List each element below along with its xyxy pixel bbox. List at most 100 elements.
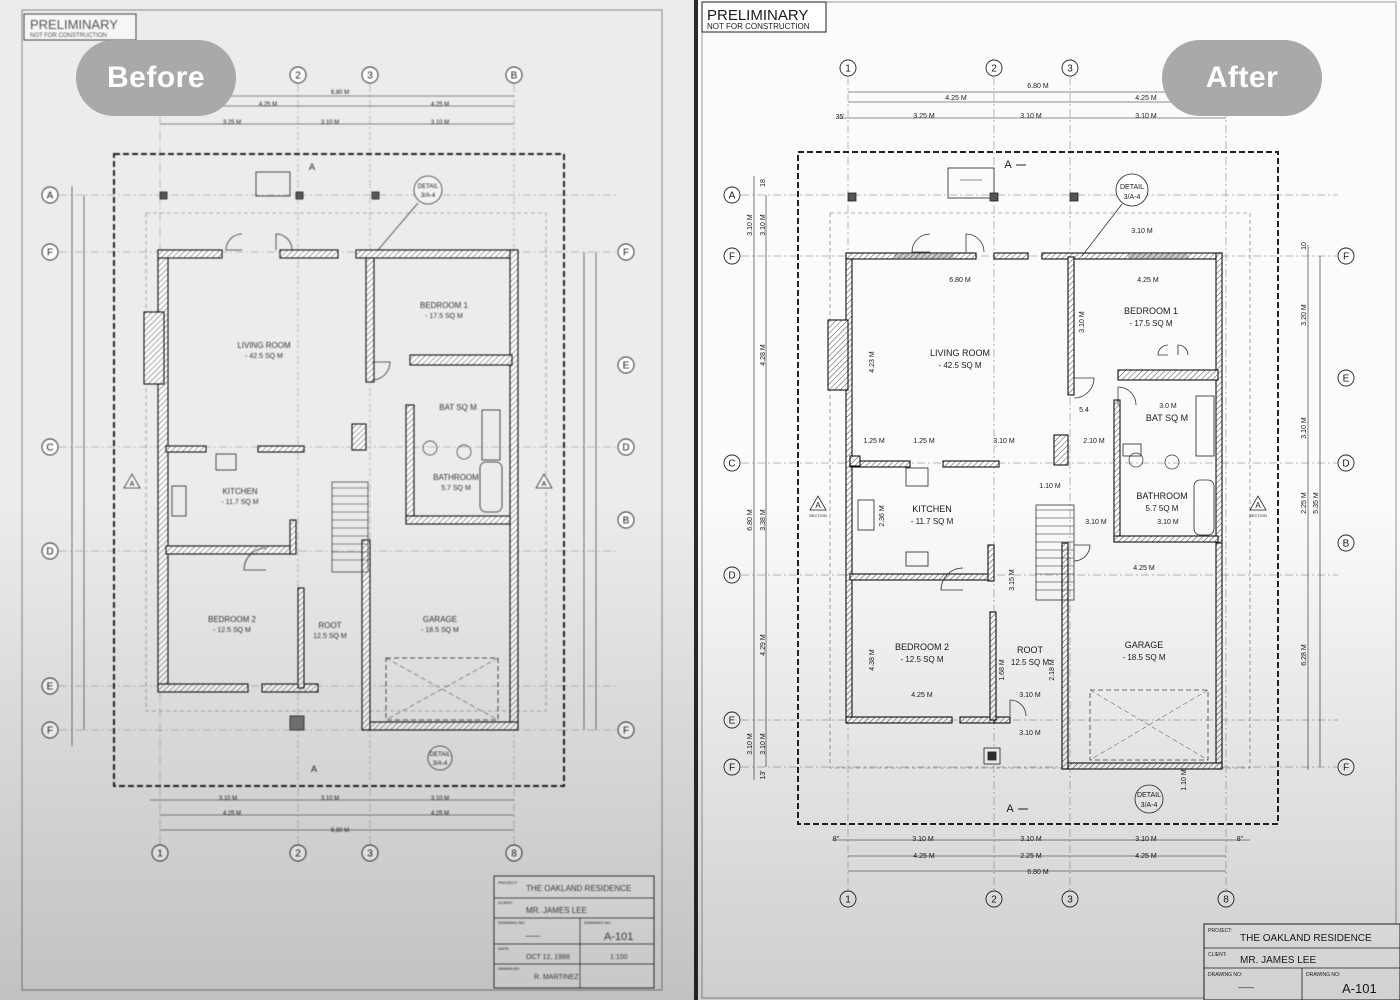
b-grid-bot-3-label: 3 bbox=[367, 849, 373, 860]
room-bed2-name: BEDROOM 2 bbox=[895, 642, 949, 652]
stamp-title: PRELIMINARY bbox=[30, 17, 118, 32]
b-fireplace bbox=[143, 311, 165, 385]
b-wall-bed2-east bbox=[297, 587, 305, 689]
grid-top-3-label: 3 bbox=[1067, 64, 1073, 75]
grid-bot-3-label: 3 bbox=[1067, 895, 1073, 906]
detail-top-ref: 3/A-4 bbox=[1124, 194, 1141, 201]
shower bbox=[1195, 395, 1215, 457]
b-room-kitchen-area: - 11.7 SQ M bbox=[221, 499, 258, 506]
b-tb-date-label: DATE: bbox=[498, 946, 509, 951]
grid-left-1-label: F bbox=[729, 252, 735, 263]
dim-int_310e: 3.10 M bbox=[1019, 692, 1041, 699]
grid-left-2-label: C bbox=[728, 459, 735, 470]
b-grid-right-4-circle bbox=[617, 721, 635, 739]
room-bed1-name: BEDROOM 1 bbox=[1124, 306, 1178, 316]
b-wall-north-a bbox=[157, 249, 223, 259]
b-dim-top-left: 4.25 M bbox=[259, 102, 277, 108]
b-detail-top-label: DETAIL bbox=[418, 184, 439, 190]
dim-int_210: 2.10 M bbox=[1083, 438, 1105, 445]
detail-bot-label: DETAIL bbox=[1137, 792, 1161, 799]
b-grid-left-2-label: C bbox=[46, 443, 53, 454]
stamp-subtitle: NOT FOR CONSTRUCTION bbox=[707, 22, 810, 31]
b-detail-bot-ref: 3/A-4 bbox=[433, 761, 448, 767]
wall-east-upper bbox=[1215, 252, 1223, 544]
column-2 bbox=[989, 192, 999, 202]
grid-left-0-circle bbox=[723, 186, 741, 204]
b-room-garage-name: GARAGE bbox=[423, 615, 457, 624]
dim-right-3: 2.25 M bbox=[1301, 492, 1308, 514]
b-kitchen-sink bbox=[215, 453, 237, 471]
room-root-name: ROOT bbox=[1017, 645, 1044, 655]
grid-right-1-circle bbox=[1337, 369, 1355, 387]
tb-project: THE OAKLAND RESIDENCE bbox=[1240, 933, 1372, 944]
dim-right-5: 6.28 M bbox=[1301, 644, 1308, 666]
room-bed1-area: - 17.5 SQ M bbox=[1129, 319, 1172, 328]
b-section-right-label: A bbox=[542, 481, 547, 488]
kitchen-sink bbox=[905, 467, 929, 487]
grid-bot-1-circle bbox=[839, 890, 857, 908]
b-dim-top-right: 4.25 M bbox=[431, 102, 449, 108]
b-grid-left-3-label: D bbox=[46, 547, 53, 558]
grid-top-2-label: 2 bbox=[991, 64, 997, 75]
b-tb-drawno2-label: DRAWING NO: bbox=[584, 920, 611, 925]
wall-south-bed2-a bbox=[845, 716, 953, 724]
b-grid-top-2-circle bbox=[289, 66, 307, 84]
dim-int_125a: 1.25 M bbox=[863, 438, 885, 445]
b-detail-bot bbox=[427, 745, 453, 771]
wall-north-a bbox=[845, 252, 977, 260]
dim-left-7: 3.10 M bbox=[747, 733, 754, 755]
room-bathroom-area: 5.7 5Q M bbox=[1146, 504, 1179, 513]
dim-right-7: 1.10 M bbox=[1181, 769, 1188, 791]
b-dim-bot-c: 3.10 M bbox=[431, 796, 449, 802]
wall-east-lower bbox=[1215, 542, 1223, 770]
room-kitchen-name: KITCHEN bbox=[912, 504, 952, 514]
after-label: After bbox=[1162, 40, 1322, 116]
room-root-area: 12.5 SQ M bbox=[1011, 658, 1050, 667]
room-bed2-area: - 12.5 SQ M bbox=[900, 655, 943, 664]
grid-right-3-circle bbox=[1337, 534, 1355, 552]
b-column-2 bbox=[295, 191, 304, 200]
detail-top-label: DETAIL bbox=[1120, 184, 1144, 191]
b-grid-bot-2-label: 2 bbox=[295, 849, 301, 860]
wall-stub bbox=[1053, 434, 1069, 466]
b-wall-living-south-b bbox=[257, 445, 305, 453]
b-room-kitchen-name: KITCHEN bbox=[222, 487, 257, 496]
b-shower bbox=[481, 409, 501, 461]
dim-int_54: 5.4 bbox=[1079, 407, 1089, 414]
dim-right-2: 3.10 M bbox=[1301, 417, 1308, 439]
dim-left-1: 3.10 M bbox=[747, 214, 754, 236]
b-wall-living-south-a bbox=[165, 445, 207, 453]
stamp-title: PRELIMINARY bbox=[707, 7, 808, 24]
b-grid-left-1-circle bbox=[41, 243, 59, 261]
tb-drawno: —— bbox=[1238, 983, 1254, 992]
toilet-b bbox=[1164, 454, 1180, 470]
dim-bot-b: 3.10 M bbox=[1020, 836, 1042, 843]
b-grid-left-1-label: F bbox=[47, 248, 53, 259]
b-room-bed2-name: BEDROOM 2 bbox=[208, 615, 257, 624]
stamp-subtitle: NOT FOR CONSTRUCTION bbox=[30, 33, 107, 39]
kitchen-range bbox=[857, 499, 875, 531]
door-closet-b bbox=[1177, 344, 1189, 356]
b-wall-bed1-south bbox=[409, 354, 513, 366]
b-door-bed2 bbox=[243, 547, 267, 571]
tb-project-label: PROJECT: bbox=[1208, 928, 1232, 934]
grid-left-5-circle bbox=[723, 758, 741, 776]
b-wall-bed1-west bbox=[365, 257, 375, 383]
b-grid-bot-3-circle bbox=[361, 844, 379, 862]
tb-sheet: A-101 bbox=[1342, 981, 1377, 996]
b-grid-top-3-circle bbox=[361, 66, 379, 84]
dim-left-9: 18 bbox=[760, 179, 767, 187]
dim-int-bed1: 3.10 M bbox=[1079, 311, 1086, 333]
door-bed2 bbox=[940, 567, 964, 591]
door-entry-l bbox=[911, 233, 931, 253]
b-room-living-area: - 42.5 SQ M bbox=[245, 353, 283, 360]
grid-right-2-label: D bbox=[1342, 459, 1349, 470]
grid-left-3-circle bbox=[723, 566, 741, 584]
toilet-a bbox=[1128, 452, 1144, 468]
b-grid-right-3-circle bbox=[617, 511, 635, 529]
grid-bot-1-label: 1 bbox=[845, 895, 851, 906]
b-tb-drawno-label: DRAWING NO: bbox=[498, 920, 525, 925]
dim-left-10: 13' bbox=[760, 770, 767, 779]
wall-kitchen-east bbox=[987, 544, 995, 582]
grid-top-2-circle bbox=[985, 59, 1003, 77]
